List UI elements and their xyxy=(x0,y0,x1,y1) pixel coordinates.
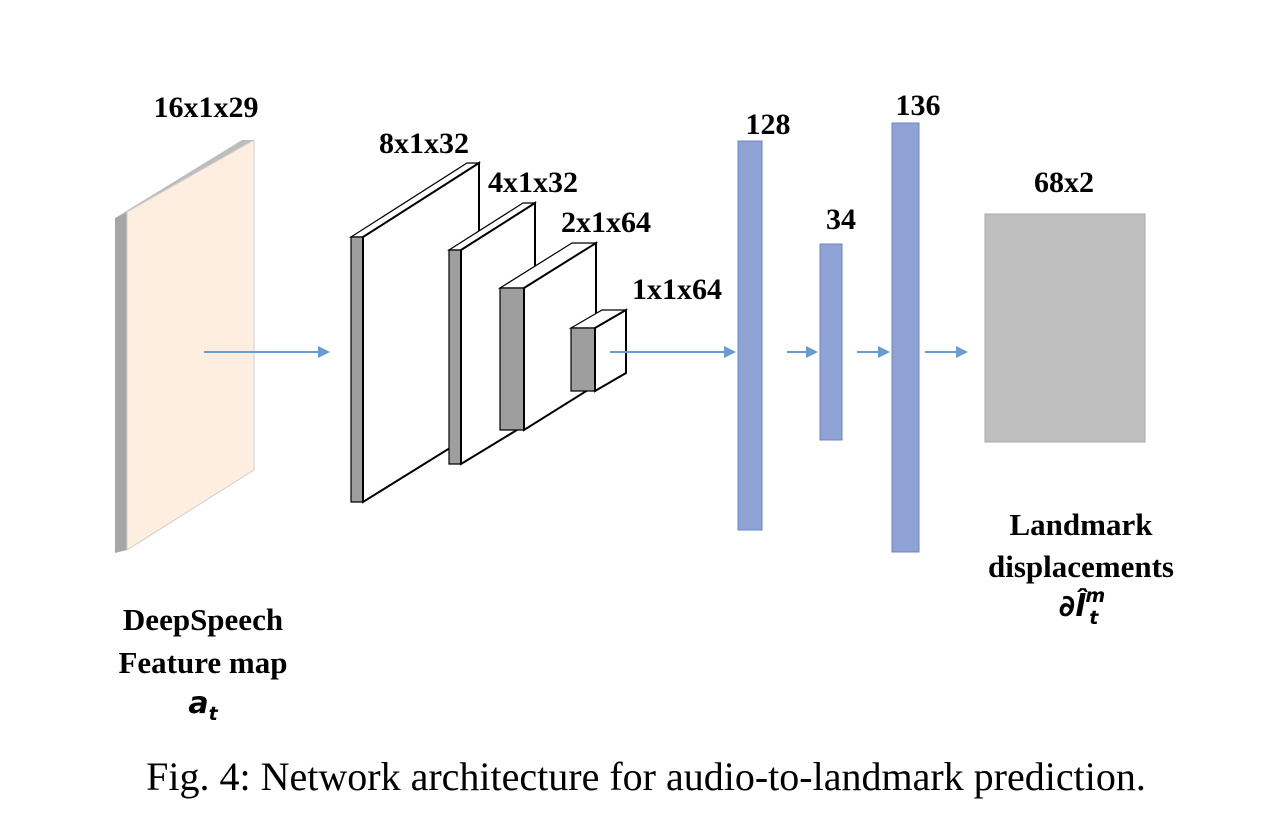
input-feature-map-edge xyxy=(115,212,127,553)
input-dims-label: 16x1x29 xyxy=(154,91,259,124)
output-caption-line1: Landmark xyxy=(1010,507,1154,542)
input-caption-line2: Feature map xyxy=(118,645,287,680)
conv-layer-2-dims-label: 4x1x32 xyxy=(488,166,578,199)
fc-layer-34-label: 34 xyxy=(826,203,856,236)
conv-layer-3-dims-label: 2x1x64 xyxy=(561,206,651,239)
output-dims-label: 68x2 xyxy=(1034,166,1094,199)
output-math-partial: ∂ xyxy=(1059,589,1075,624)
conv-layer-1-dims-label: 8x1x32 xyxy=(379,127,469,160)
conv-layer-4-dims-label: 1x1x64 xyxy=(632,273,722,306)
input-math-base: a xyxy=(188,686,208,721)
input-feature-map-face xyxy=(126,139,255,551)
fc-layer-136 xyxy=(891,122,920,553)
output-caption-line2: displacements xyxy=(988,549,1174,584)
figure-caption: Fig. 4: Network architecture for audio-t… xyxy=(146,754,1146,799)
input-math-subscript: t xyxy=(209,703,219,725)
input-caption-line1: DeepSpeech xyxy=(123,602,283,637)
output-math-subscript: t xyxy=(1089,607,1099,629)
output-math-base: l̂ xyxy=(1075,589,1088,624)
output-landmark-block xyxy=(984,213,1146,443)
output-math-superscript: m xyxy=(1085,585,1105,607)
input-feature-map xyxy=(115,139,255,553)
fc-layer-34 xyxy=(819,243,843,441)
input-math-symbol: at xyxy=(188,686,218,725)
fc-layer-128-label: 128 xyxy=(746,108,791,141)
fc-layer-136-label: 136 xyxy=(896,89,941,122)
conv-layer-4 xyxy=(568,308,629,393)
fc-layer-128 xyxy=(737,140,763,531)
